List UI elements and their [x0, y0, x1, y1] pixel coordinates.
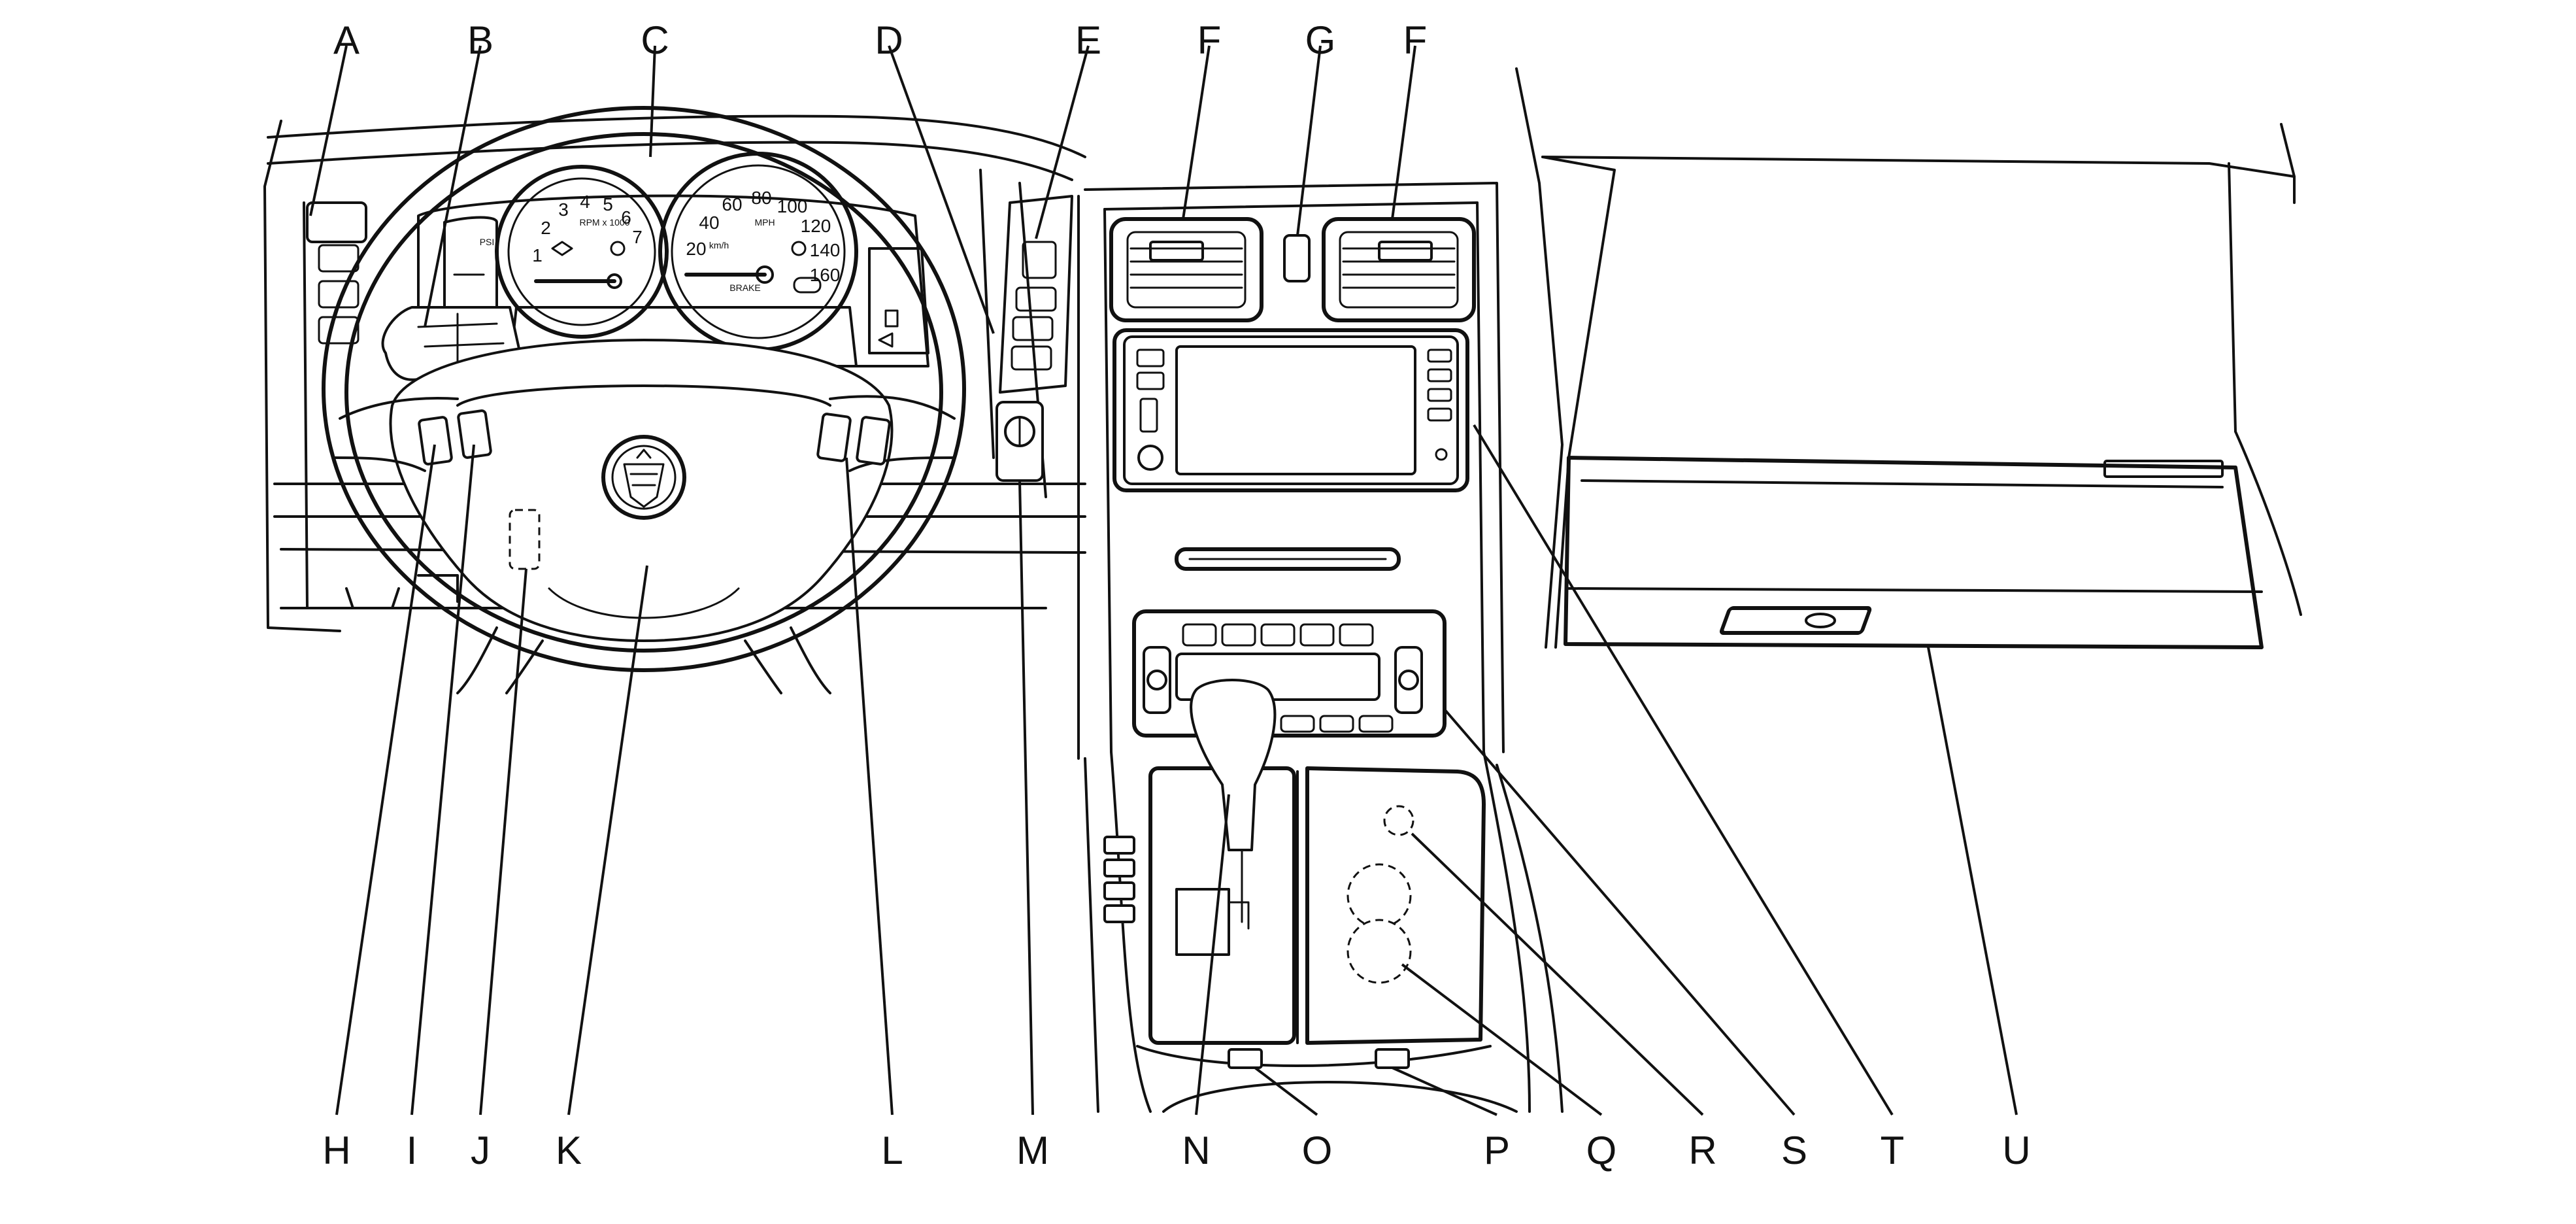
callout-l: L — [881, 1129, 903, 1172]
shifter-gate-panel — [1148, 766, 1296, 1045]
callout-u: U — [2002, 1129, 2030, 1172]
ignition-switch — [995, 401, 1044, 482]
hazard-button — [1283, 234, 1311, 282]
speed-number: 60 — [722, 194, 742, 214]
speed-secondary-unit-label: km/h — [709, 240, 729, 250]
callout-c: C — [641, 18, 669, 62]
callout-leader-lines — [309, 45, 2018, 1116]
left-air-vent — [1109, 217, 1263, 322]
pressure-label: PSI — [480, 237, 495, 247]
center-stack — [1077, 182, 1505, 760]
top-callout-labels: A B C D E F G F — [333, 18, 1427, 62]
tach-unit-label: RPM x 1000 — [579, 217, 629, 228]
callout-q: Q — [1586, 1129, 1617, 1172]
callout-o: O — [1302, 1129, 1333, 1172]
tach-number: 1 — [532, 245, 543, 265]
right-auxiliary-gauge — [868, 247, 929, 354]
tach-number: 7 — [632, 227, 643, 247]
passenger-dash — [1515, 67, 2302, 649]
tach-number: 6 — [621, 207, 631, 228]
tach-number: 3 — [558, 199, 569, 220]
right-air-vent — [1322, 217, 1476, 322]
brake-indicator-label: BRAKE — [729, 282, 760, 293]
callout-i: I — [407, 1129, 418, 1172]
left-auxiliary-gauge: PSI — [443, 216, 498, 309]
power-outlet-right — [1375, 1048, 1410, 1069]
speed-number: 40 — [699, 212, 719, 233]
callout-s: S — [1781, 1129, 1807, 1172]
callout-g: G — [1305, 18, 1336, 62]
callout-m: M — [1016, 1129, 1049, 1172]
callout-n: N — [1182, 1129, 1210, 1172]
tachometer: 1 2 3 4 5 6 7 RPM x 1000 — [495, 165, 669, 339]
left-wheel-controls — [418, 409, 492, 466]
center-console — [1084, 679, 1564, 1113]
speed-number: 80 — [751, 188, 771, 208]
callout-f-right: F — [1403, 18, 1428, 62]
glove-box-handle — [1719, 606, 1872, 635]
right-wheel-controls — [816, 413, 891, 466]
speed-number: 120 — [801, 216, 831, 236]
speed-number: 160 — [810, 265, 841, 285]
callout-j: J — [471, 1129, 490, 1172]
console-lid — [1296, 766, 1486, 1045]
tach-number: 4 — [580, 192, 590, 212]
speed-number: 20 — [686, 239, 706, 259]
callout-r: R — [1688, 1129, 1716, 1172]
bottom-callout-labels: H I J K L M N O P Q R S T U — [322, 1129, 2030, 1172]
climate-control-panel — [1132, 609, 1447, 738]
speed-number: 140 — [810, 240, 841, 260]
callout-a: A — [333, 18, 360, 62]
steering-wheel — [322, 106, 966, 694]
left-switch-panel — [306, 201, 367, 345]
callout-d: D — [875, 18, 903, 62]
power-outlet-left — [1228, 1048, 1263, 1069]
glove-box — [1564, 456, 2264, 649]
tach-number: 2 — [541, 218, 551, 238]
tach-number: 5 — [603, 194, 613, 214]
console-side-buttons — [1103, 836, 1135, 923]
callout-f-left: F — [1197, 18, 1222, 62]
driver-side-switch-panel — [999, 195, 1073, 394]
cadillac-emblem-icon — [601, 435, 686, 520]
callout-e: E — [1075, 18, 1101, 62]
cd-slot — [1175, 547, 1401, 571]
speed-unit-label: MPH — [754, 217, 775, 228]
navigation-radio-unit — [1112, 328, 1469, 492]
speedometer: 20 40 60 80 100 120 140 160 MPH km/h BRA… — [658, 152, 858, 352]
callout-p: P — [1484, 1129, 1510, 1172]
speed-number: 100 — [777, 196, 808, 216]
callout-k: K — [556, 1129, 582, 1172]
callout-t: T — [1881, 1129, 1905, 1172]
gear-shift-lever — [1190, 679, 1277, 923]
callout-h: H — [322, 1129, 350, 1172]
callout-b: B — [467, 18, 493, 62]
